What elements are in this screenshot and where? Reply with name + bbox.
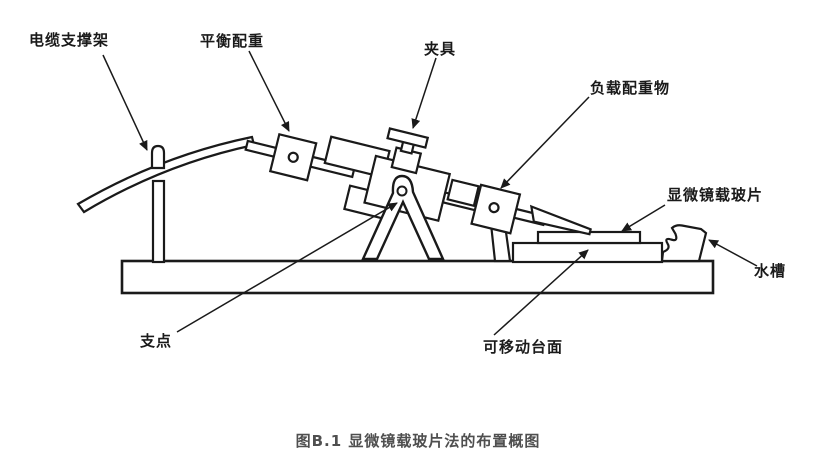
cable-support-post	[151, 179, 166, 264]
leader-clamp	[411, 57, 437, 129]
leader-microscope-slide	[621, 204, 666, 232]
label-cable-support: 电缆支撑架	[29, 31, 110, 49]
leader-load-weight	[500, 96, 590, 189]
presser-tip	[529, 204, 592, 236]
base-plate	[120, 259, 715, 295]
label-movable-table: 可移动台面	[483, 338, 564, 356]
movable-table-shape	[511, 241, 664, 264]
leader-movable-table	[493, 249, 589, 336]
leader-water-trough	[708, 239, 758, 267]
leader-balance-weight	[248, 50, 290, 132]
fulcrum-triangle	[361, 174, 445, 261]
label-water-trough: 水槽	[754, 262, 787, 280]
lever-beam-assembly	[244, 127, 592, 236]
beam-step-right	[446, 178, 480, 208]
cable-guide-knob	[150, 144, 166, 170]
leader-fulcrum	[176, 202, 398, 333]
clamp-screw-cap	[386, 127, 430, 149]
label-fulcrum: 支点	[140, 332, 173, 350]
figure-caption: 图B.1 显微镜载玻片法的布置概图	[295, 432, 541, 450]
label-load-weight: 负载配重物	[590, 79, 671, 97]
fulcrum-pivot-hole	[396, 185, 408, 197]
load-weight-hole	[488, 202, 500, 214]
label-microscope-slide: 显微镜载玻片	[667, 186, 764, 204]
label-clamp: 夹具	[424, 40, 457, 58]
label-balance-weight: 平衡配重	[200, 32, 265, 50]
leader-cable-support	[102, 54, 148, 151]
water-trough-shape	[660, 224, 708, 263]
cable-path	[76, 135, 256, 214]
balance-weight-hole	[287, 151, 299, 163]
